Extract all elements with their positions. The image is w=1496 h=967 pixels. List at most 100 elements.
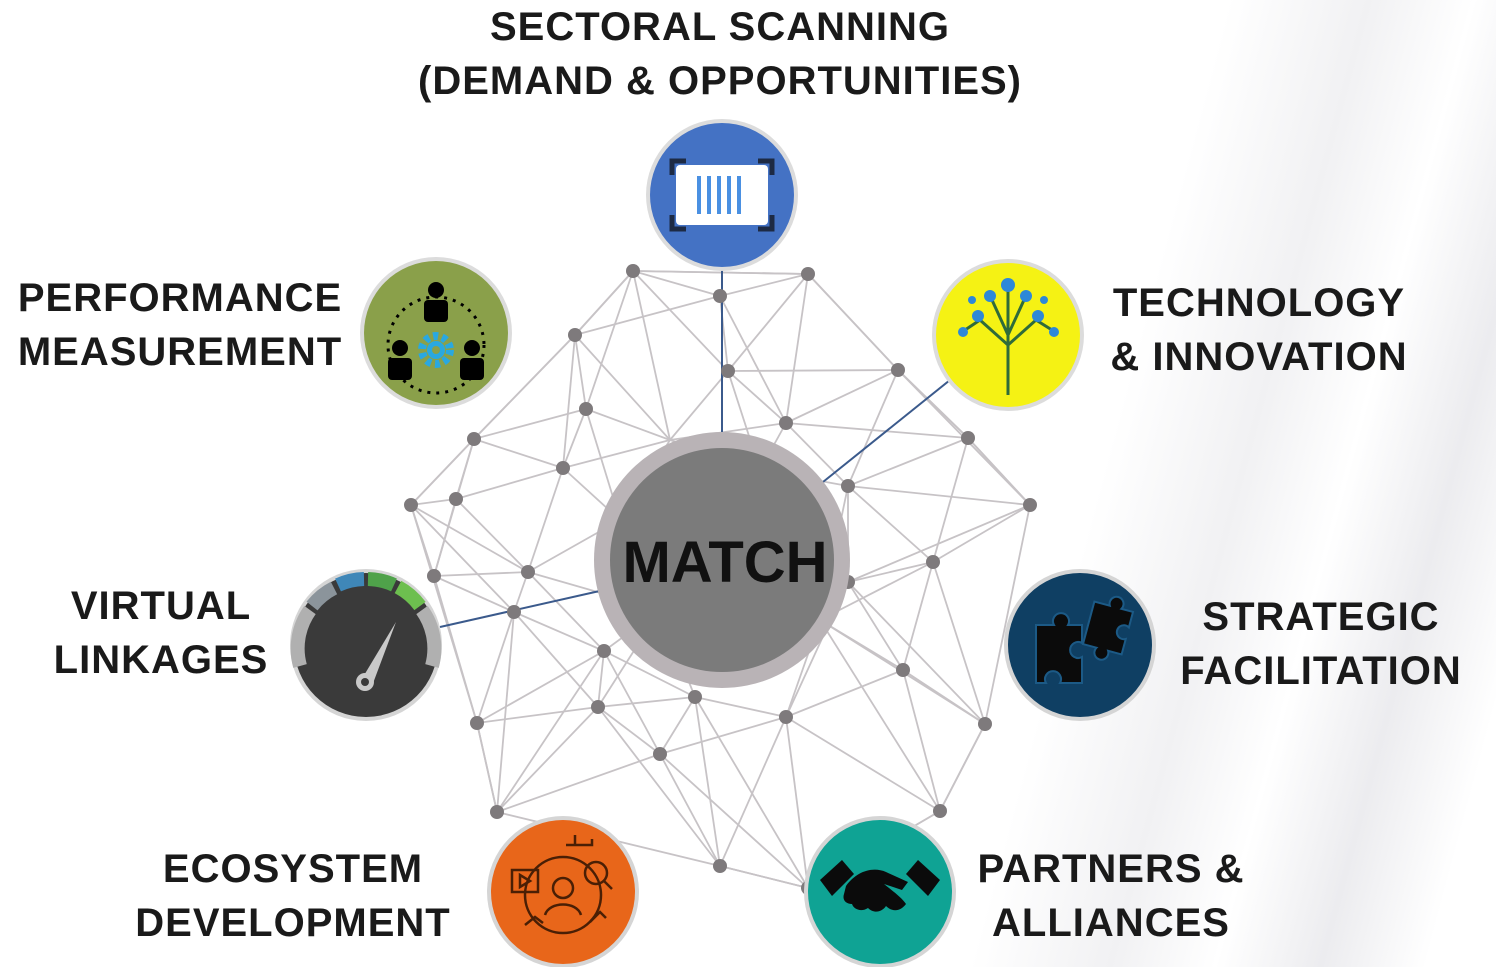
mesh-link — [603, 650, 696, 698]
mesh-link — [785, 669, 904, 718]
mesh-link — [659, 753, 809, 889]
mesh-node — [591, 700, 605, 714]
mesh-link — [659, 696, 696, 755]
mesh-link — [496, 706, 599, 813]
label-line: (DEMAND & OPPORTUNITIES) — [418, 59, 1022, 103]
mesh-link — [574, 295, 721, 336]
mesh-link — [727, 370, 787, 424]
mesh-node — [933, 804, 947, 818]
node-performance-measurement — [360, 257, 512, 409]
mesh-link — [496, 650, 605, 813]
mesh-node — [427, 569, 441, 583]
mesh-link — [585, 270, 634, 410]
mesh-link — [939, 723, 986, 812]
mesh-node — [507, 605, 521, 619]
mesh-link — [476, 611, 515, 724]
mesh-link — [597, 706, 661, 755]
mesh-link — [574, 270, 634, 336]
mesh-link — [727, 369, 899, 372]
mesh-link — [785, 273, 809, 424]
label-line: PERFORMANCE — [17, 276, 343, 320]
barcode-icon — [669, 158, 775, 232]
mesh-link — [433, 575, 515, 613]
label-line: FACILITATION — [1180, 649, 1462, 693]
mesh-link — [473, 438, 564, 469]
label-partners-alliances: PARTNERS & ALLIANCES — [976, 842, 1246, 950]
node-partners-alliances — [804, 816, 956, 967]
puzzle-icon — [1035, 595, 1135, 684]
mesh-link — [433, 498, 457, 577]
mesh-link — [455, 467, 564, 500]
mesh-link — [562, 408, 587, 469]
mesh-link — [433, 571, 529, 577]
mesh-link — [819, 619, 941, 812]
mesh-node — [490, 805, 504, 819]
mesh-node — [926, 555, 940, 569]
mesh-link — [847, 561, 934, 583]
mesh-link — [902, 669, 941, 812]
spoke-line — [439, 589, 605, 628]
mesh-link — [603, 650, 661, 755]
label-line: PARTNERS & — [977, 847, 1245, 891]
mesh-node — [449, 492, 463, 506]
label-strategic-facilitation: STRATEGIC FACILITATION — [1170, 590, 1472, 698]
label-performance-measurement: PERFORMANCE MEASUREMENT — [12, 271, 348, 379]
mesh-link — [847, 369, 899, 487]
mesh-link — [513, 571, 529, 613]
mesh-link — [527, 571, 605, 652]
label-ecosystem-development: ECOSYSTEM DEVELOPMENT — [128, 842, 458, 950]
mesh-link — [785, 369, 899, 424]
label-sectoral-scanning: SECTORAL SCANNING (DEMAND & OPPORTUNITIE… — [414, 0, 1026, 108]
mesh-link — [785, 716, 809, 889]
mesh-link — [659, 753, 721, 867]
handshake-icon — [820, 860, 940, 912]
node-virtual-linkages-circle — [294, 573, 438, 717]
mesh-node — [721, 364, 735, 378]
label-line: MEASUREMENT — [17, 330, 343, 374]
mesh-node — [470, 716, 484, 730]
label-virtual-linkages: VIRTUAL LINKAGES — [50, 579, 272, 687]
node-ecosystem-development-circle — [491, 820, 635, 964]
mesh-node — [978, 717, 992, 731]
label-line: ECOSYSTEM — [162, 847, 424, 891]
mesh-node — [653, 747, 667, 761]
mesh-link — [932, 437, 969, 563]
mesh-link — [473, 334, 576, 440]
mesh-node — [597, 644, 611, 658]
mesh-link — [410, 498, 457, 506]
mesh-node — [779, 416, 793, 430]
label-line: LINKAGES — [53, 638, 269, 682]
mesh-link — [785, 422, 969, 439]
mesh-link — [897, 369, 969, 439]
mesh-link — [984, 504, 1031, 725]
mesh-node — [568, 328, 582, 342]
label-line: STRATEGIC — [1202, 595, 1440, 639]
mesh-link — [719, 273, 809, 297]
center-hub: MATCH — [594, 432, 850, 688]
gear-icon — [418, 332, 454, 368]
mesh-node — [801, 267, 815, 281]
mesh-node — [713, 289, 727, 303]
label-line: VIRTUAL — [70, 584, 252, 628]
mesh-link — [410, 504, 515, 613]
node-strategic-facilitation — [1004, 569, 1156, 721]
label-line: TECHNOLOGY — [1112, 281, 1406, 325]
mesh-link — [597, 706, 721, 867]
mesh-node — [579, 402, 593, 416]
mesh-link — [694, 696, 721, 867]
mesh-link — [719, 295, 787, 424]
mesh-node — [556, 461, 570, 475]
node-virtual-linkages — [290, 569, 442, 721]
mesh-link — [785, 716, 941, 812]
mesh-link — [513, 611, 605, 652]
mesh-node — [961, 431, 975, 445]
spoke-line — [817, 379, 951, 487]
mesh-link — [807, 273, 899, 371]
mesh-link — [669, 370, 729, 441]
mesh-link — [847, 504, 1031, 583]
mesh-link — [574, 334, 587, 410]
mesh-link — [847, 485, 1031, 506]
mesh-link — [967, 437, 1031, 506]
mesh-link — [476, 722, 498, 813]
mesh-node — [896, 663, 910, 677]
